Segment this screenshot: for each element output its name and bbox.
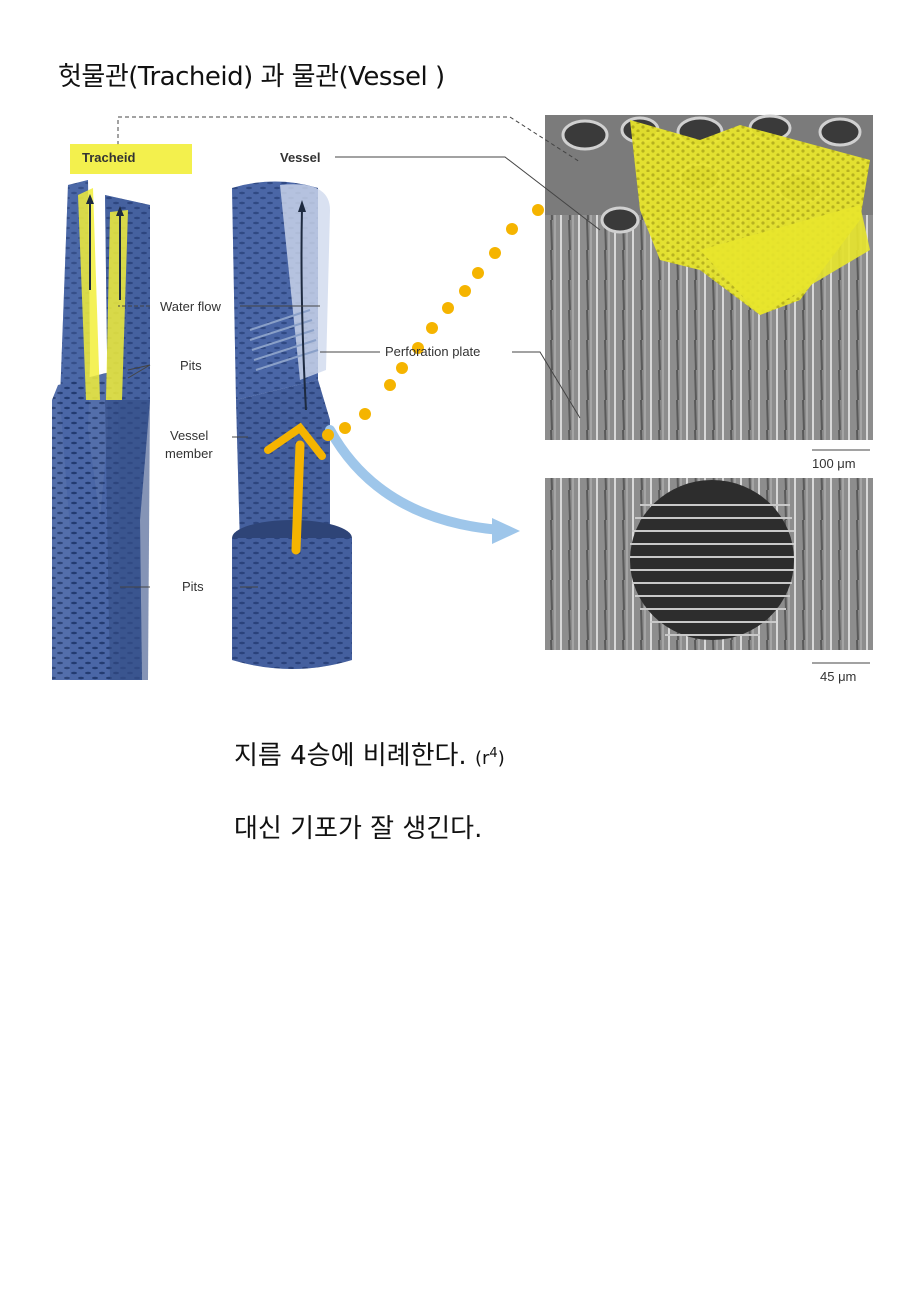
note-line-1-formula: (r4) [474, 746, 505, 769]
label-tracheid: Tracheid [82, 150, 136, 165]
label-water-flow: Water flow [160, 299, 222, 314]
label-pits-upper: Pits [180, 358, 202, 373]
xylem-diagram: Tracheid Vessel Water flow Pits Vessel m… [40, 105, 900, 710]
page-title: 헛물관(Tracheid) 과 물관(Vessel ) [58, 62, 445, 92]
note-line-1: 지름 4승에 비례한다. (r4) [234, 735, 505, 772]
leader-lines [117, 116, 870, 664]
label-vessel-member-2: member [165, 446, 213, 461]
sem-image-bottom [545, 478, 873, 650]
label-perforation-plate: Perforation plate [385, 344, 480, 359]
vessel-illustration [232, 181, 520, 669]
note-line-2: 대신 기포가 잘 생긴다. [234, 814, 483, 844]
label-scale-100um: 100 μm [812, 456, 856, 471]
sem-image-top [545, 114, 873, 440]
tracheid-illustration [52, 180, 150, 680]
tracheid-label-highlight [70, 144, 192, 174]
label-scale-45um: 45 μm [820, 669, 856, 684]
label-vessel-member-1: Vessel [170, 428, 208, 443]
label-pits-lower: Pits [182, 579, 204, 594]
note-line-1-main: 지름 4승에 비례한다. [234, 741, 467, 771]
label-vessel: Vessel [280, 150, 321, 165]
